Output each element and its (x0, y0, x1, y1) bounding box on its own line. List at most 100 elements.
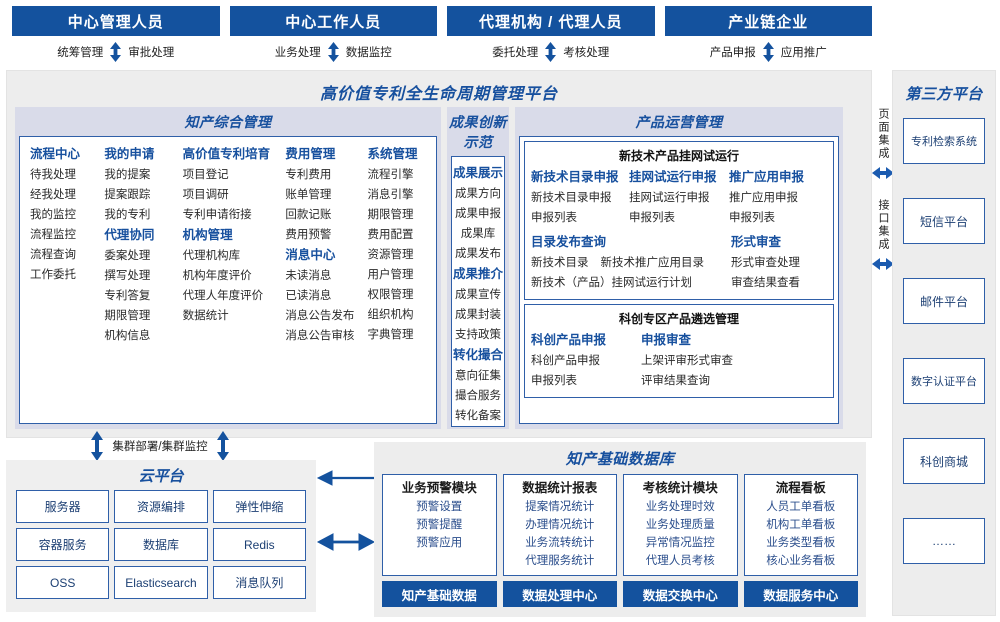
product-item[interactable]: 审查结果查看 (731, 277, 800, 289)
cloud-service-8[interactable]: 消息队列 (212, 566, 306, 599)
product-item[interactable]: 形式审查处理 (731, 257, 800, 269)
product-item[interactable]: 挂网试运行申报 (629, 192, 710, 204)
ipr-item[interactable]: 费用配置 (367, 229, 414, 241)
product-item[interactable]: 新技术目录 (531, 257, 589, 269)
ipr-item[interactable]: 未读消息 (285, 270, 332, 282)
ipr-item[interactable]: 资源管理 (367, 249, 414, 261)
role-box-2[interactable]: 代理机构 / 代理人员 (447, 6, 655, 36)
product-item[interactable]: 上架评审形式审查 (641, 355, 733, 367)
product-group-title[interactable]: 挂网试运行申报 (629, 170, 717, 184)
ipr-item[interactable]: 期限管理 (104, 310, 151, 322)
database-item[interactable]: 业务类型看板 (766, 537, 836, 549)
third-party-item-2[interactable]: 邮件平台 (903, 278, 985, 324)
ipr-group-title[interactable]: 流程中心 (30, 147, 81, 161)
product-item[interactable]: 科创产品申报 (531, 355, 600, 367)
achievement-group-title[interactable]: 转化撮合 (452, 348, 503, 362)
third-party-item-0[interactable]: 专利检索系统 (903, 118, 985, 164)
ipr-item[interactable]: 流程引擎 (367, 169, 414, 181)
cloud-service-0[interactable]: 服务器 (16, 490, 110, 523)
ipr-group-title[interactable]: 代理协同 (104, 228, 155, 242)
ipr-item[interactable]: 消息公告审核 (285, 330, 355, 342)
ipr-item[interactable]: 流程查询 (30, 249, 76, 261)
database-item[interactable]: 代理服务统计 (525, 555, 595, 567)
product-group-title[interactable]: 科创产品申报 (531, 333, 607, 347)
database-item[interactable]: 业务处理时效 (645, 501, 715, 513)
third-party-item-3[interactable]: 数字认证平台 (903, 358, 985, 404)
role-box-1[interactable]: 中心工作人员 (229, 6, 437, 36)
product-item[interactable]: 申报列表 (531, 375, 577, 387)
product-item[interactable]: 新技术目录申报 (531, 192, 612, 204)
ipr-item[interactable]: 流程监控 (30, 229, 76, 241)
ipr-item[interactable]: 项目登记 (182, 169, 229, 181)
ipr-item[interactable]: 费用预警 (285, 229, 332, 241)
product-group-title[interactable]: 形式审查 (731, 235, 782, 249)
third-party-item-4[interactable]: 科创商城 (903, 438, 985, 484)
product-group-title[interactable]: 新技术目录申报 (531, 170, 619, 184)
cloud-service-5[interactable]: Redis (212, 528, 306, 561)
ipr-item[interactable]: 组织机构 (367, 309, 414, 321)
ipr-item[interactable]: 已读消息 (285, 290, 332, 302)
achievement-item[interactable]: 支持政策 (455, 329, 501, 341)
ipr-item[interactable]: 机构年度评价 (182, 270, 252, 282)
ipr-item[interactable]: 项目调研 (182, 189, 229, 201)
ipr-item[interactable]: 工作委托 (30, 269, 76, 281)
database-footer[interactable]: 数据服务中心 (743, 581, 858, 607)
database-item[interactable]: 核心业务看板 (766, 555, 836, 567)
product-item[interactable]: 申报列表 (629, 212, 675, 224)
achievement-item[interactable]: 成果申报 (455, 208, 501, 220)
third-party-item-1[interactable]: 短信平台 (903, 198, 985, 244)
ipr-item[interactable]: 期限管理 (367, 209, 414, 221)
achievement-item[interactable]: 成果封装 (455, 309, 501, 321)
ipr-item[interactable]: 机构信息 (104, 330, 151, 342)
ipr-item[interactable]: 数据统计 (182, 310, 229, 322)
ipr-group-title[interactable]: 系统管理 (367, 147, 418, 161)
role-box-3[interactable]: 产业链企业 (664, 6, 872, 36)
product-group-title[interactable]: 目录发布查询 (531, 235, 607, 249)
ipr-item[interactable]: 待我处理 (30, 169, 76, 181)
achievement-item[interactable]: 成果方向 (455, 188, 501, 200)
ipr-item[interactable]: 专利费用 (285, 169, 332, 181)
database-item[interactable]: 提案情况统计 (525, 501, 595, 513)
product-item[interactable]: 推广应用申报 (729, 192, 798, 204)
role-box-0[interactable]: 中心管理人员 (12, 6, 220, 36)
database-item[interactable]: 业务处理质量 (645, 519, 715, 531)
cloud-service-4[interactable]: 数据库 (114, 528, 208, 561)
product-item[interactable]: 新技术（产品）挂网试运行计划 (531, 277, 692, 289)
database-item[interactable]: 预警提醒 (416, 519, 463, 531)
achievement-item[interactable]: 成果发布 (455, 248, 501, 260)
product-item[interactable]: 申报列表 (531, 212, 577, 224)
third-party-item-5[interactable]: …… (903, 518, 985, 564)
ipr-item[interactable]: 消息引擎 (367, 189, 414, 201)
ipr-item[interactable]: 我的专利 (104, 209, 151, 221)
achievement-item[interactable]: 成果宣传 (455, 289, 501, 301)
ipr-item[interactable]: 代理人年度评价 (182, 290, 264, 302)
achievement-group-title[interactable]: 成果展示 (452, 166, 503, 180)
ipr-item[interactable]: 字典管理 (367, 329, 414, 341)
product-item[interactable]: 评审结果查询 (641, 375, 710, 387)
product-group-title[interactable]: 申报审查 (641, 333, 692, 347)
ipr-item[interactable]: 回款记账 (285, 209, 332, 221)
ipr-item[interactable]: 提案跟踪 (104, 189, 151, 201)
product-group-title[interactable]: 推广应用申报 (729, 170, 805, 184)
database-item[interactable]: 业务流转统计 (525, 537, 595, 549)
cloud-service-7[interactable]: Elasticsearch (114, 566, 208, 599)
product-item[interactable]: 申报列表 (729, 212, 775, 224)
database-item[interactable]: 办理情况统计 (525, 519, 595, 531)
product-item[interactable]: 新技术推广应用目录 (600, 257, 705, 269)
database-item[interactable]: 机构工单看板 (766, 519, 836, 531)
ipr-group-title[interactable]: 机构管理 (182, 228, 233, 242)
ipr-group-title[interactable]: 我的申请 (104, 147, 155, 161)
achievement-item[interactable]: 撮合服务 (455, 390, 501, 402)
achievement-item[interactable]: 成果库 (460, 228, 496, 240)
ipr-item[interactable]: 我的提案 (104, 169, 151, 181)
database-footer[interactable]: 数据处理中心 (502, 581, 617, 607)
database-item[interactable]: 预警应用 (416, 537, 463, 549)
ipr-item[interactable]: 权限管理 (367, 289, 414, 301)
cloud-service-6[interactable]: OSS (16, 566, 110, 599)
achievement-item[interactable]: 意向征集 (455, 370, 501, 382)
database-item[interactable]: 人员工单看板 (766, 501, 836, 513)
ipr-item[interactable]: 账单管理 (285, 189, 332, 201)
database-footer[interactable]: 知产基础数据 (382, 581, 497, 607)
achievement-item[interactable]: 转化备案 (455, 410, 501, 422)
ipr-group-title[interactable]: 消息中心 (285, 248, 336, 262)
